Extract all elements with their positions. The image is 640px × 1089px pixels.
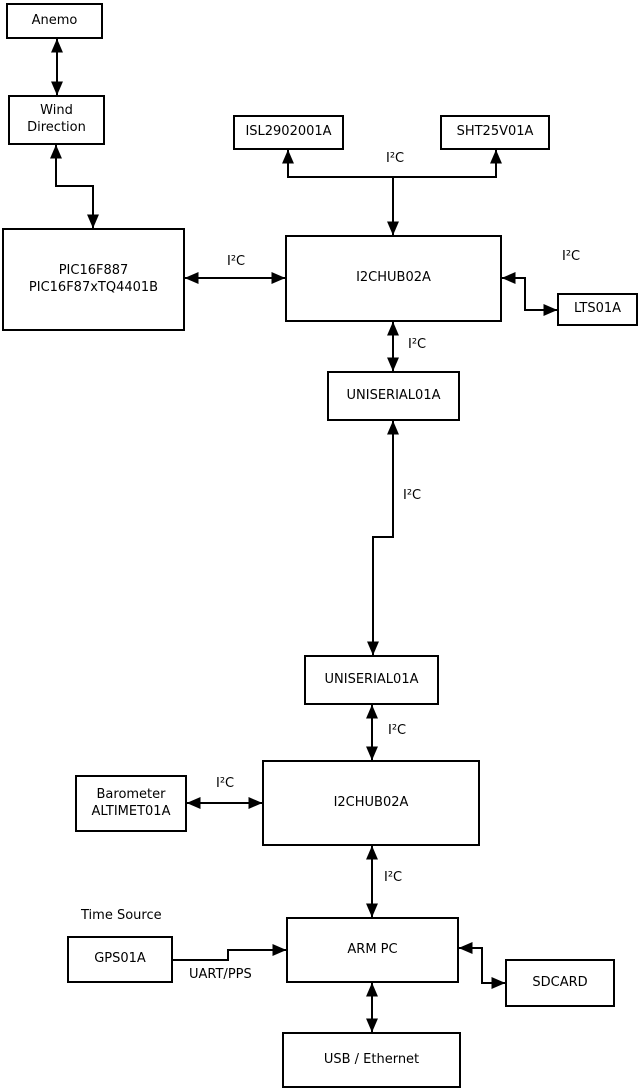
edge-label-i2c-hub2-armpc: I²C <box>384 870 403 885</box>
edge-wind-direction-pic <box>50 144 99 229</box>
node-pic-label-line1: PIC16F887 <box>58 262 129 278</box>
edge-label-i2c-uniserial-link: I²C <box>403 488 422 503</box>
node-anemo: Anemo <box>6 3 103 39</box>
node-uniserial-1: UNISERIAL01A <box>327 371 460 421</box>
edge-label-i2c-uniserial2-hub2: I²C <box>388 723 407 738</box>
node-uniserial-2: UNISERIAL01A <box>304 655 439 705</box>
node-sdcard-label: SDCARD <box>532 974 588 990</box>
node-sht25v01a-label: SHT25V01A <box>456 124 534 140</box>
node-gps01a-label: GPS01A <box>94 951 146 967</box>
node-i2c-hub-2-label: I2CHUB02A <box>333 794 409 810</box>
node-barometer-label-line2: ALTIMET01A <box>91 803 171 819</box>
node-wind-direction-label-line1: Wind <box>40 103 73 119</box>
edge-label-i2c-pic-hub1: I²C <box>227 254 246 269</box>
edge-label-i2c-sensors-top: I²C <box>386 151 405 166</box>
node-wind-direction: Wind Direction <box>8 95 105 145</box>
node-gps01a: GPS01A <box>67 936 173 983</box>
edge-label-i2c-hub1-uniserial1: I²C <box>408 337 427 352</box>
node-uniserial-2-label: UNISERIAL01A <box>324 671 419 687</box>
node-pic-microcontroller: PIC16F887 PIC16F87xTQ4401B <box>2 228 185 331</box>
node-i2c-hub-2: I2CHUB02A <box>262 760 480 846</box>
edge-uniserial-1-uniserial-2 <box>367 420 399 656</box>
node-sht25v01a: SHT25V01A <box>440 115 550 150</box>
node-anemo-label: Anemo <box>31 12 78 28</box>
node-arm-pc: ARM PC <box>286 917 459 983</box>
node-barometer: Barometer ALTIMET01A <box>75 775 187 832</box>
node-i2c-hub-1-label: I2CHUB02A <box>356 270 431 286</box>
edge-label-i2c-hub1-lts: I²C <box>562 249 581 264</box>
node-pic-label-line2: PIC16F87xTQ4401B <box>28 279 159 295</box>
node-lts01a: LTS01A <box>557 293 638 326</box>
node-barometer-label-line1: Barometer <box>96 786 166 802</box>
edge-label-uart-pps: UART/PPS <box>189 967 252 982</box>
edge-arm-pc-sdcard <box>458 942 506 989</box>
node-i2c-hub-1: I2CHUB02A <box>285 235 502 322</box>
edge-i2c-hub-1-lts <box>501 272 558 316</box>
node-isl2902001a-label: ISL2902001A <box>245 124 332 140</box>
node-arm-pc-label: ARM PC <box>347 941 398 957</box>
node-lts01a-label: LTS01A <box>573 301 622 317</box>
node-uniserial-1-label: UNISERIAL01A <box>346 387 441 403</box>
node-sdcard: SDCARD <box>505 959 615 1007</box>
node-usb-ethernet: USB / Ethernet <box>282 1032 461 1088</box>
node-wind-direction-label-line2: Direction <box>27 120 86 135</box>
node-usb-ethernet-label: USB / Ethernet <box>323 1051 420 1067</box>
edge-label-i2c-barometer-hub2: I²C <box>216 776 235 791</box>
node-isl2902001a: ISL2902001A <box>233 115 344 150</box>
edge-label-time-source: Time Source <box>81 908 162 923</box>
edge-gps-arm-pc <box>173 944 287 961</box>
